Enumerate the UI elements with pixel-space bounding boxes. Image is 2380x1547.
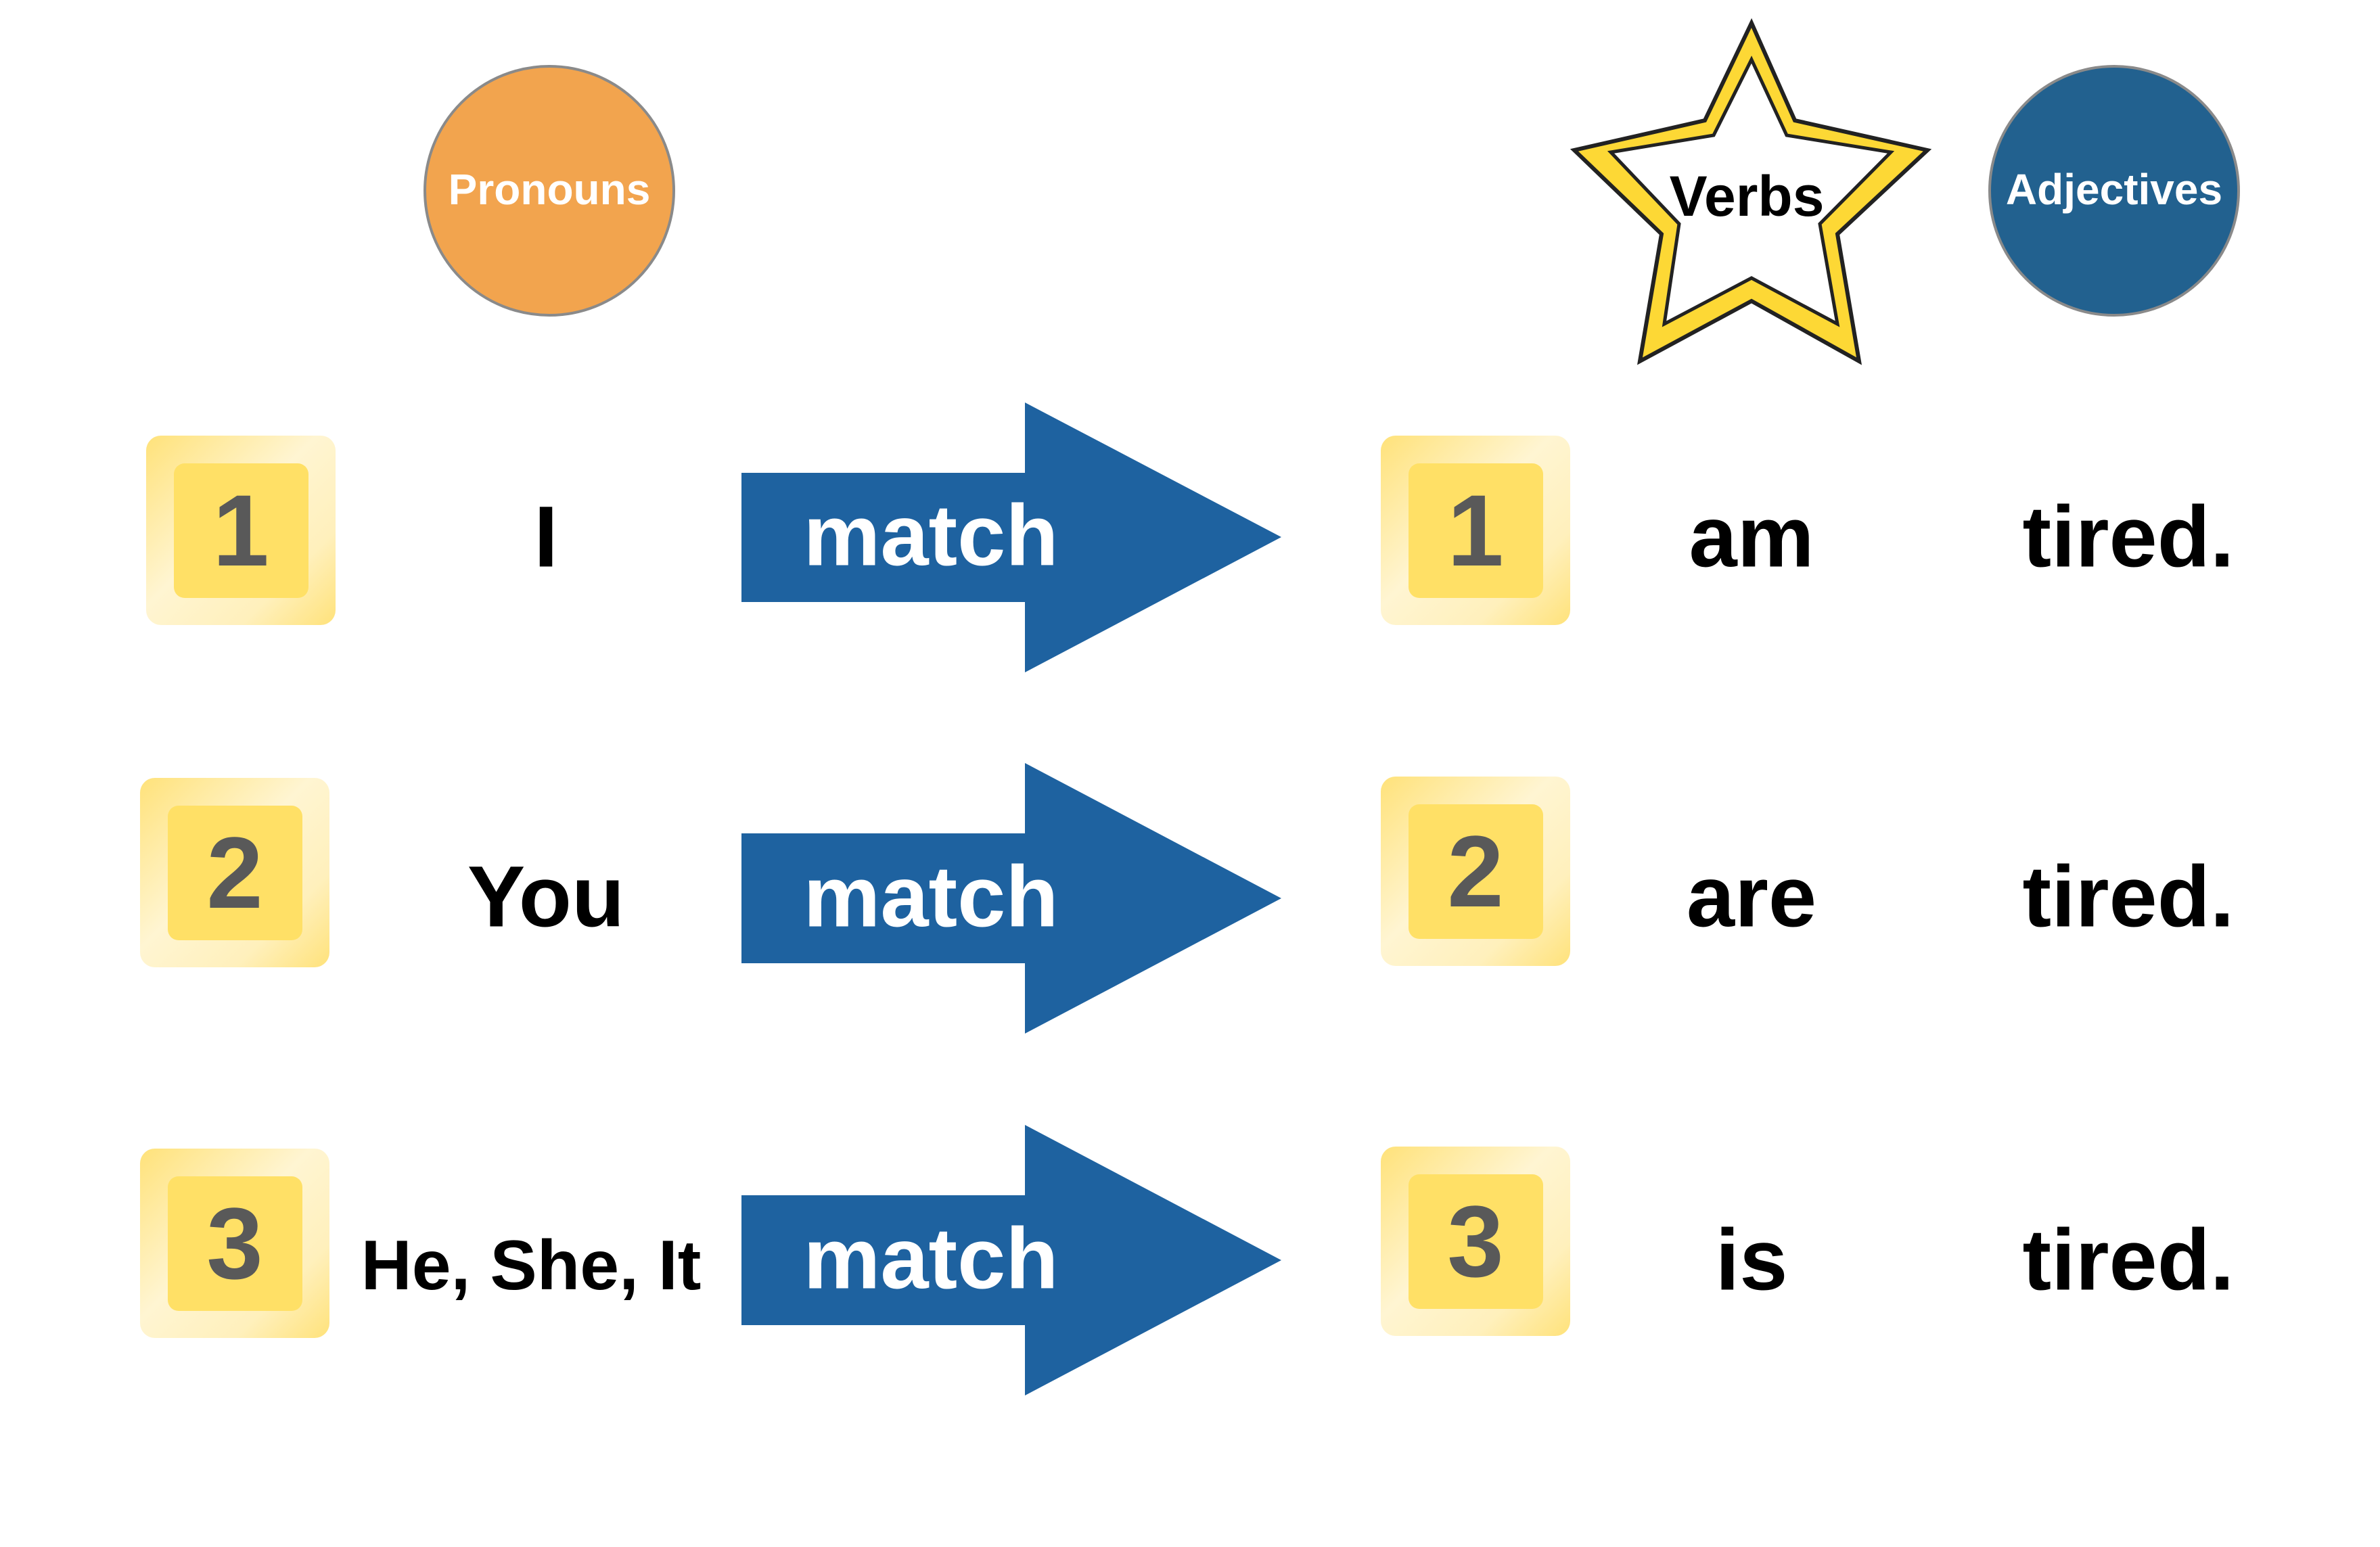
adjective: tired. xyxy=(2023,849,2235,946)
number: 1 xyxy=(212,474,269,587)
arrow-icon xyxy=(741,1125,1281,1395)
pronouns-header: Pronouns xyxy=(424,65,675,317)
verb: am xyxy=(1689,489,1814,586)
verb: is xyxy=(1716,1212,1788,1309)
adjectives-circle xyxy=(1988,65,2240,317)
pronouns-circle xyxy=(424,65,675,317)
pronouns-label: Pronouns xyxy=(449,165,651,214)
star-inner xyxy=(1607,55,1895,327)
row-1: 1 I match 1 am tired. xyxy=(146,402,2234,672)
arrow-icon xyxy=(741,402,1281,672)
verb-number: 3 xyxy=(1447,1184,1503,1298)
verb-number: 2 xyxy=(1447,814,1503,928)
pronoun: You xyxy=(467,849,624,946)
adjectives-header: Adjectives xyxy=(1988,65,2240,317)
arrow-icon xyxy=(741,763,1281,1034)
verbs-label: Verbs xyxy=(1670,164,1825,228)
row-3: 3 He, She, It match 3 is tired. xyxy=(140,1125,2234,1395)
row-2: 2 You match 2 are tired. xyxy=(140,763,2234,1034)
number: 2 xyxy=(206,816,262,929)
arrow-label: match xyxy=(804,1211,1059,1308)
adjective: tired. xyxy=(2023,489,2235,586)
number: 3 xyxy=(206,1186,262,1300)
adjectives-label: Adjectives xyxy=(2006,165,2222,214)
arrow-label: match xyxy=(804,488,1059,584)
verb: are xyxy=(1687,849,1816,946)
pronoun: He, She, It xyxy=(361,1226,702,1305)
verb-number: 1 xyxy=(1447,474,1503,587)
adjective: tired. xyxy=(2023,1212,2235,1309)
pronoun: I xyxy=(534,489,558,586)
arrow-label: match xyxy=(804,849,1059,946)
verbs-header: Verbs xyxy=(1570,18,1932,365)
